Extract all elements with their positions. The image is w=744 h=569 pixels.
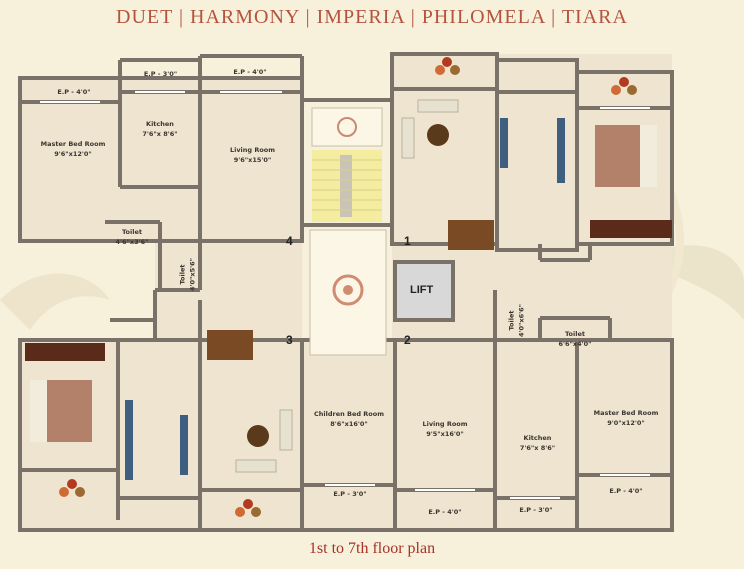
bed-bottom-left: [30, 380, 92, 442]
kitchen-label: Kitchen: [523, 434, 552, 442]
room-size: 6'6"x4'0": [558, 340, 592, 348]
unit-number: 4: [286, 234, 293, 248]
staircase: [312, 150, 382, 222]
ep-label: E.P - 3'0": [143, 70, 178, 78]
children-bed-room-label: Children Bed Room: [314, 410, 384, 418]
master-bed-room-label: Master Bed Room: [40, 140, 106, 148]
ep-label: E.P - 4'0": [609, 487, 643, 495]
lobby-rug-main: [309, 229, 387, 356]
lift-label: LIFT: [410, 284, 434, 296]
toilet-label: Toilet: [507, 310, 516, 331]
unit-number: 2: [404, 333, 411, 347]
room-size: 8'6"x16'0": [330, 420, 368, 428]
kitchen-counters: [125, 118, 565, 480]
room-size: 4'0"x5'6": [188, 257, 197, 292]
living-room-label: Living Room: [229, 146, 276, 154]
sofa-set-top: [401, 99, 459, 159]
fruit-bowls: [59, 57, 637, 517]
toilet-label: Toilet: [121, 228, 142, 236]
toilet-label: Toilet: [564, 330, 585, 338]
dining-table-top: [448, 220, 494, 250]
lobby-rug-top: [311, 107, 383, 147]
room-size: 9'6"x12'0": [54, 150, 92, 158]
room-size: 9'0"x12'0": [607, 419, 645, 427]
unit-number: 3: [286, 333, 293, 347]
dining-table-bottom: [207, 330, 253, 360]
room-size: 4'0"x6'6": [517, 303, 526, 338]
room-size: 9'5"x16'0": [426, 430, 464, 438]
master-bed-room-label: Master Bed Room: [593, 409, 659, 417]
windows: [40, 91, 650, 499]
ep-label: E.P - 3'0": [519, 506, 553, 514]
floor-plan-caption: 1st to 7th floor plan: [308, 540, 436, 557]
room-size: 4'6"x3'6": [115, 238, 149, 246]
room-size: 9'6"x15'0": [233, 156, 272, 164]
kitchen-label: Kitchen: [146, 120, 174, 128]
ep-label: E.P - 4'0": [57, 88, 91, 96]
ep-label: E.P - 4'0": [428, 508, 462, 516]
unit-number: 1: [404, 234, 411, 248]
sofa-set-bottom: [235, 409, 293, 473]
walls: [18, 52, 674, 532]
ep-label: E.P - 3'0": [333, 490, 367, 498]
page-title: DUET | HARMONY | IMPERIA | PHILOMELA | T…: [116, 6, 628, 28]
living-room-label: Living Room: [422, 420, 468, 428]
headboard-top-right: [590, 220, 672, 238]
ep-label: E.P - 4'0": [233, 68, 267, 76]
headboard-bottom-left: [25, 343, 105, 361]
room-size: 7'6"x 8'6": [519, 444, 556, 452]
toilet-label: Toilet: [178, 264, 187, 285]
room-size: 7'6"x 8'6": [142, 130, 178, 138]
bed-top-right: [595, 125, 657, 187]
